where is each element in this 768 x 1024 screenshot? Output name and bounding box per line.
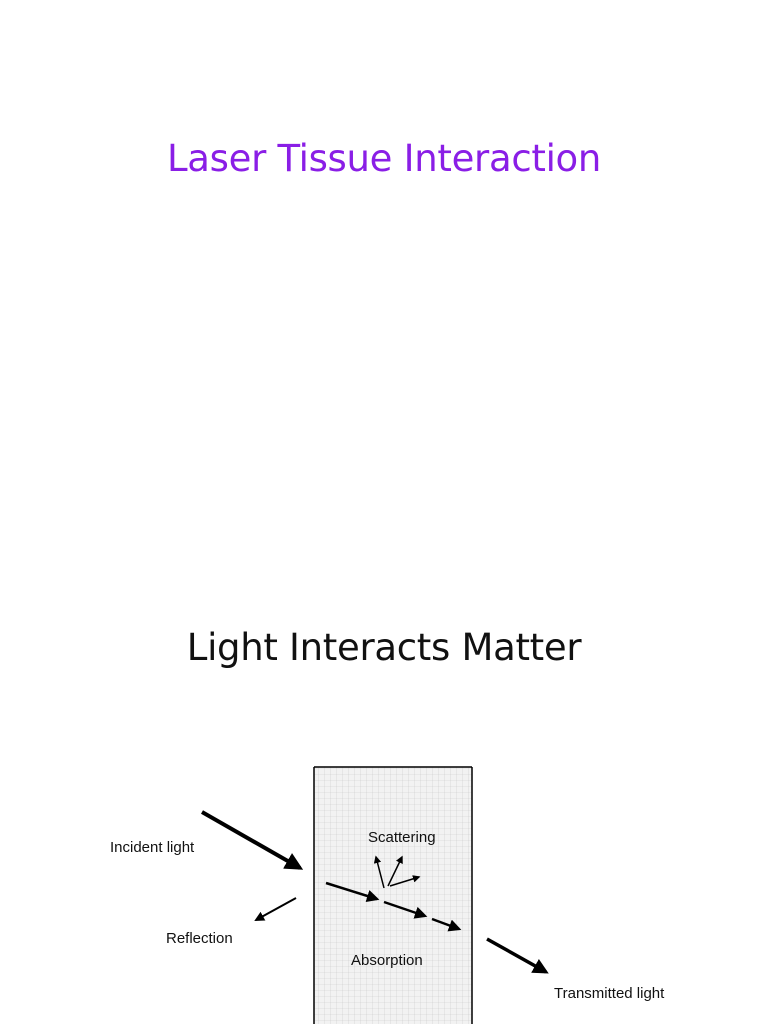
internal-path-arrow-1 bbox=[325, 881, 380, 902]
slide-title-laser-tissue-interaction: Laser Tissue Interaction bbox=[166, 137, 602, 180]
label-reflection: Reflection bbox=[166, 930, 233, 947]
transmitted-light-arrow bbox=[486, 937, 549, 974]
label-absorption: Absorption bbox=[351, 952, 423, 969]
tissue-grid bbox=[314, 767, 472, 1024]
label-scattering: Scattering bbox=[368, 829, 436, 846]
label-transmitted-light: Transmitted light bbox=[554, 985, 665, 1002]
slide-title-light-interacts-matter: Light Interacts Matter bbox=[186, 626, 582, 669]
scatter-arrow-up-right bbox=[387, 855, 403, 887]
internal-path-arrow-3 bbox=[431, 917, 462, 932]
label-incident-light: Incident light bbox=[110, 839, 195, 856]
scatter-arrow-up-left bbox=[373, 855, 385, 889]
scatter-arrow-right bbox=[389, 875, 421, 887]
internal-path-arrow-2 bbox=[383, 900, 428, 919]
incident-light-arrow bbox=[201, 810, 304, 870]
reflection-arrow bbox=[254, 897, 297, 921]
